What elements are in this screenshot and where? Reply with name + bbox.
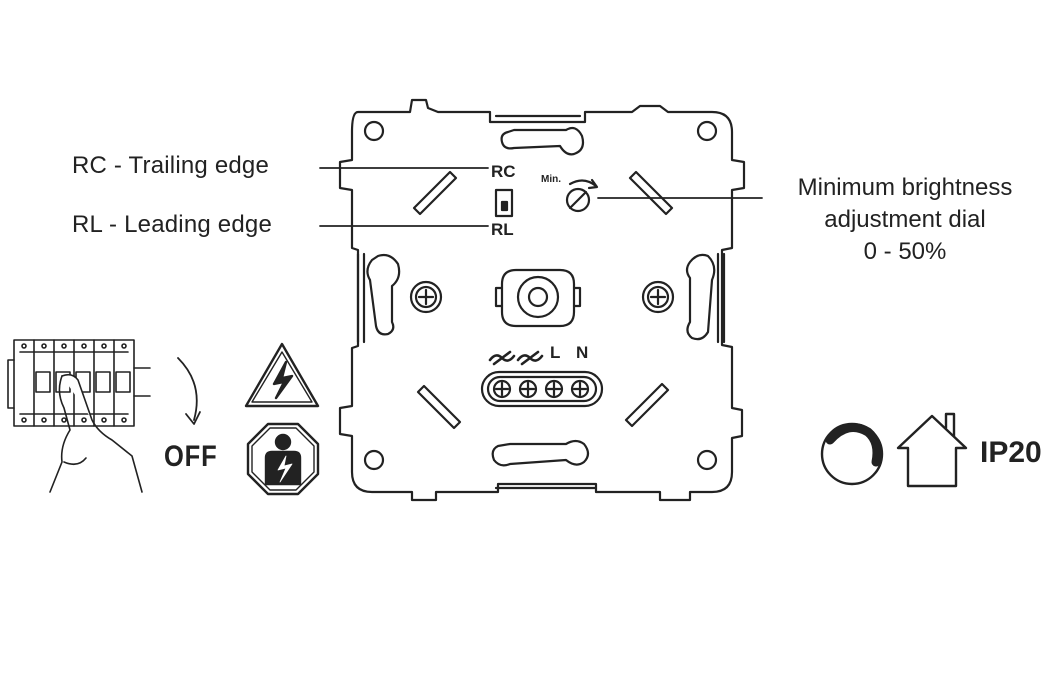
right-screw xyxy=(641,280,675,314)
min-brightness-line1: Minimum brightness xyxy=(797,174,1013,201)
min-brightness-dial xyxy=(565,178,599,213)
rc-switch-label: RC xyxy=(491,162,516,181)
rl-switch-label: RL xyxy=(491,220,514,239)
terminal-l-label: L xyxy=(550,343,561,362)
min-brightness-note: Minimum brightness adjustment dial 0 - 5… xyxy=(760,172,1050,268)
high-voltage-warning-icon xyxy=(244,342,320,408)
indoor-house-icon xyxy=(896,412,968,488)
leader-lines xyxy=(319,167,763,227)
terminal-n-label: N xyxy=(576,343,589,362)
center-shaft xyxy=(494,268,582,328)
min-brightness-line3: 0 - 50% xyxy=(863,238,947,265)
rc-rl-switch xyxy=(494,188,514,218)
dimmer-dial-icon xyxy=(820,422,884,486)
diagonal-clips xyxy=(412,170,674,430)
terminal-block xyxy=(480,350,604,408)
rc-trailing-edge-label: RC - Trailing edge xyxy=(72,152,270,179)
curved-arrow-icon xyxy=(177,357,201,425)
circuit-breaker-hand-icon xyxy=(7,339,151,493)
min-brightness-line2: adjustment dial xyxy=(824,206,986,233)
qualified-electrician-icon xyxy=(246,422,320,496)
rl-leading-edge-label: RL - Leading edge xyxy=(72,211,272,238)
left-screw xyxy=(409,280,443,314)
min-dial-label: Min. xyxy=(541,174,561,185)
off-label: OFF xyxy=(164,440,218,473)
ip-rating-label: IP20 xyxy=(980,436,1042,469)
dimmer-plate xyxy=(338,98,746,502)
